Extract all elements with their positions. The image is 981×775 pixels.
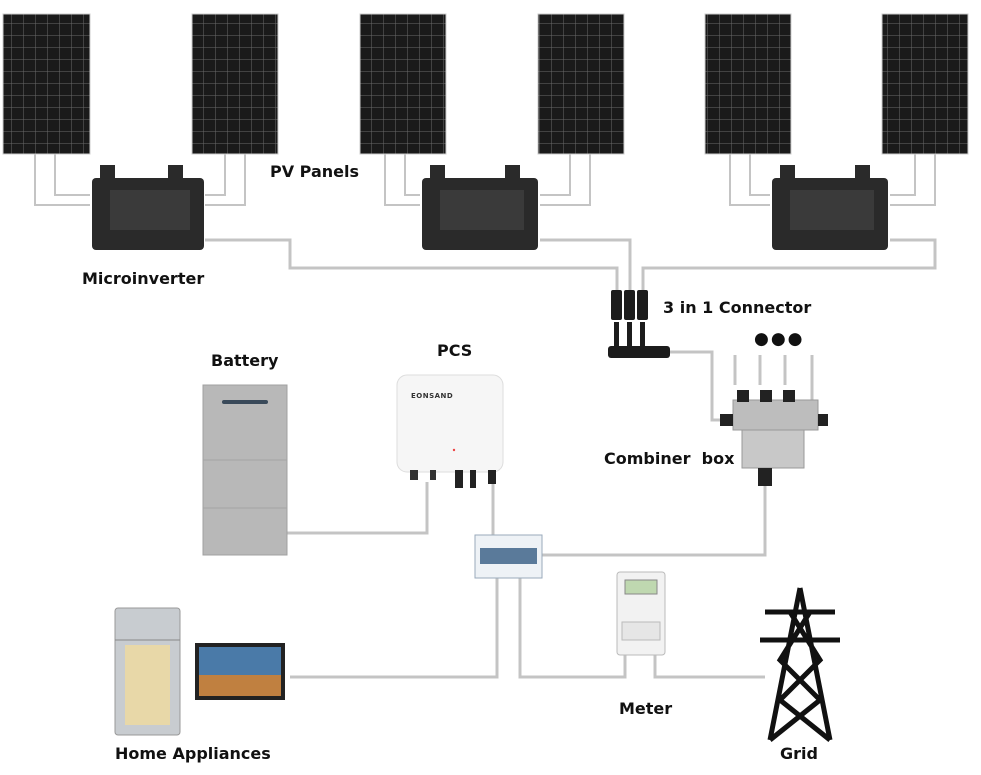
label-pcs: PCS [437,341,473,360]
label-home-appliances: Home Appliances [115,744,271,763]
home-appliances [114,607,285,736]
microinverters [92,165,888,250]
label-combiner-box: Combiner box [604,449,735,468]
ac-wires [205,238,937,679]
label-connector: 3 in 1 Connector [663,298,812,317]
meter-device [616,571,666,656]
panel-wires [34,154,936,206]
label-battery: Battery [211,351,279,370]
battery [202,384,288,556]
label-pv-panels: PV Panels [270,162,360,181]
combiner-box [720,390,828,486]
label-microinverter: Microinverter [82,269,205,288]
pv-panels [2,13,969,155]
pcs-logo: EONSAND [411,392,454,400]
label-grid: Grid [780,744,818,763]
distribution-box [474,534,543,579]
grid-tower [760,587,840,742]
label-meter: Meter [619,699,673,718]
three-in-one-connector [608,290,670,358]
pcs-inverter [396,374,504,488]
label-ellipsis: ●●● [754,329,805,349]
